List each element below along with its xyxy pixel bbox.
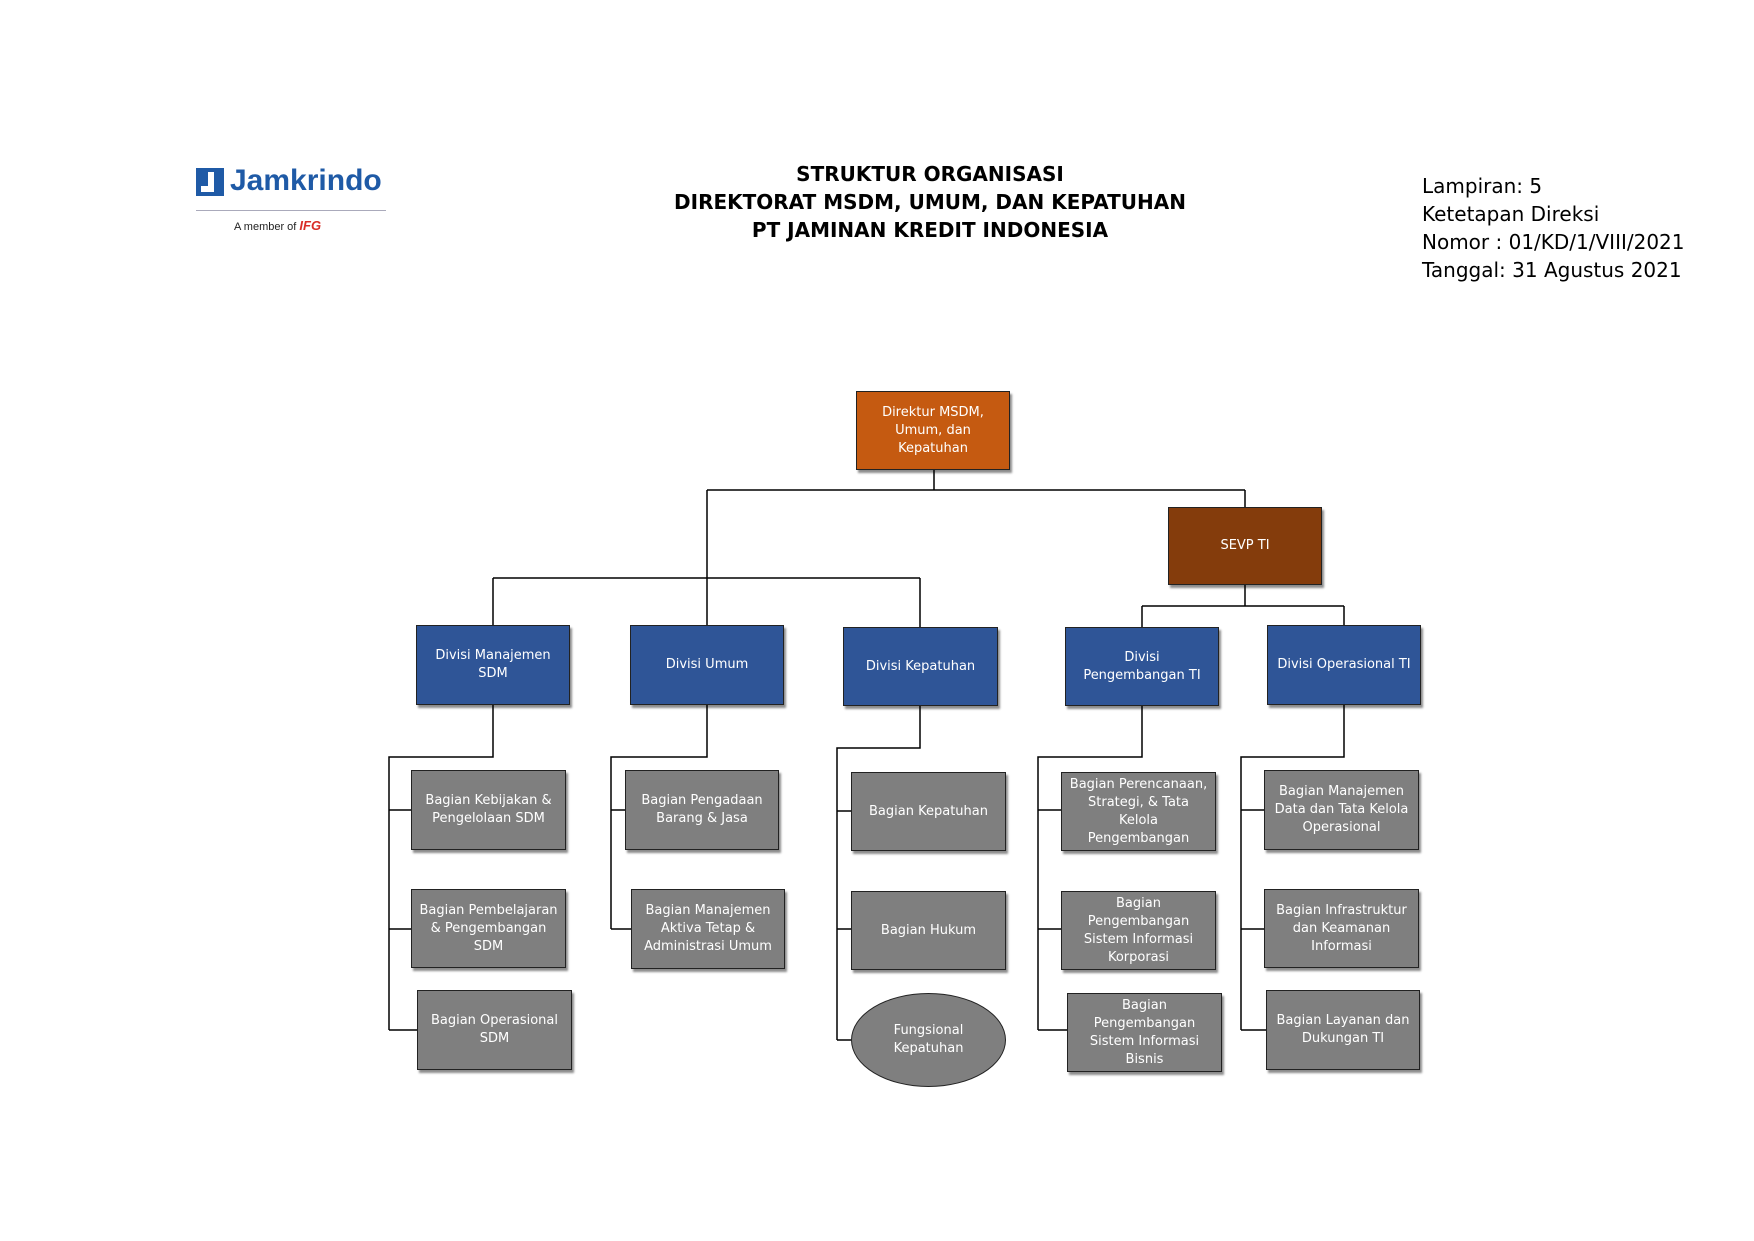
connector-sdm bbox=[388, 705, 494, 1031]
connector-sevp bbox=[1141, 585, 1345, 627]
box-bagian-perencanaan: Bagian Perencanaan, Strategi, & Tata Kel… bbox=[1061, 772, 1216, 851]
box-bagian-operasional-sdm: Bagian Operasional SDM bbox=[417, 990, 572, 1070]
box-bagian-pembelajaran-sdm: Bagian Pembelajaran & Pengembangan SDM bbox=[411, 889, 566, 968]
logo-member-brand: IFG bbox=[299, 218, 322, 233]
jamkrindo-logo-icon bbox=[196, 168, 224, 196]
box-bagian-kepatuhan: Bagian Kepatuhan bbox=[851, 772, 1006, 851]
box-bagian-si-korporasi: Bagian Pengembangan Sistem Informasi Kor… bbox=[1061, 891, 1216, 970]
box-bagian-si-bisnis: Bagian Pengembangan Sistem Informasi Bis… bbox=[1067, 993, 1222, 1072]
title-line-1: STRUKTUR ORGANISASI bbox=[796, 162, 1064, 186]
connector-divisi-bus bbox=[492, 577, 921, 627]
box-bagian-aktiva-tetap: Bagian Manajemen Aktiva Tetap & Administ… bbox=[631, 889, 785, 969]
connector-kepatuhan bbox=[836, 706, 921, 1041]
box-divisi-kepatuhan: Divisi Kepatuhan bbox=[843, 627, 998, 706]
reference-block: Lampiran: 5 Ketetapan Direksi Nomor : 01… bbox=[1422, 172, 1685, 284]
connector-pengembangan-ti bbox=[1037, 706, 1143, 1031]
reference-tanggal: Tanggal: 31 Agustus 2021 bbox=[1422, 258, 1682, 282]
connector-operasional-ti bbox=[1240, 705, 1345, 1031]
box-bagian-layanan: Bagian Layanan dan Dukungan TI bbox=[1266, 990, 1420, 1070]
box-bagian-hukum: Bagian Hukum bbox=[851, 891, 1006, 970]
reference-nomor: Nomor : 01/KD/1/VIII/2021 bbox=[1422, 230, 1685, 254]
company-logo: Jamkrindo A member of IFG bbox=[196, 164, 386, 236]
title-line-3: PT JAMINAN KREDIT INDONESIA bbox=[751, 218, 1109, 242]
title-line-2: DIREKTORAT MSDM, UMUM, DAN KEPATUHAN bbox=[674, 190, 1186, 214]
connector-direktur bbox=[706, 470, 1246, 578]
box-bagian-manajemen-data: Bagian Manajemen Data dan Tata Kelola Op… bbox=[1264, 770, 1419, 850]
box-divisi-umum: Divisi Umum bbox=[630, 625, 784, 705]
box-bagian-kebijakan-sdm: Bagian Kebijakan & Pengelolaan SDM bbox=[411, 770, 566, 850]
connector-umum bbox=[610, 705, 708, 930]
logo-name: Jamkrindo bbox=[230, 164, 382, 197]
document-title: STRUKTUR ORGANISASI DIREKTORAT MSDM, UMU… bbox=[600, 160, 1260, 244]
logo-member-line: A member of IFG bbox=[234, 218, 321, 233]
ellipse-fungsional-kepatuhan: Fungsional Kepatuhan bbox=[851, 993, 1006, 1087]
logo-divider bbox=[196, 210, 386, 211]
box-divisi-pengembangan-ti: Divisi Pengembangan TI bbox=[1065, 627, 1219, 706]
box-divisi-manajemen-sdm: Divisi Manajemen SDM bbox=[416, 625, 570, 705]
reference-lampiran: Lampiran: 5 bbox=[1422, 174, 1543, 198]
reference-ketetapan: Ketetapan Direksi bbox=[1422, 202, 1600, 226]
box-direktur: Direktur MSDM, Umum, dan Kepatuhan bbox=[856, 391, 1010, 470]
box-divisi-operasional-ti: Divisi Operasional TI bbox=[1267, 625, 1421, 705]
box-sevp-ti: SEVP TI bbox=[1168, 507, 1322, 585]
logo-member-text: A member of bbox=[234, 221, 297, 233]
box-bagian-infrastruktur: Bagian Infrastruktur dan Keamanan Inform… bbox=[1264, 889, 1419, 968]
box-bagian-pengadaan: Bagian Pengadaan Barang & Jasa bbox=[625, 770, 779, 850]
